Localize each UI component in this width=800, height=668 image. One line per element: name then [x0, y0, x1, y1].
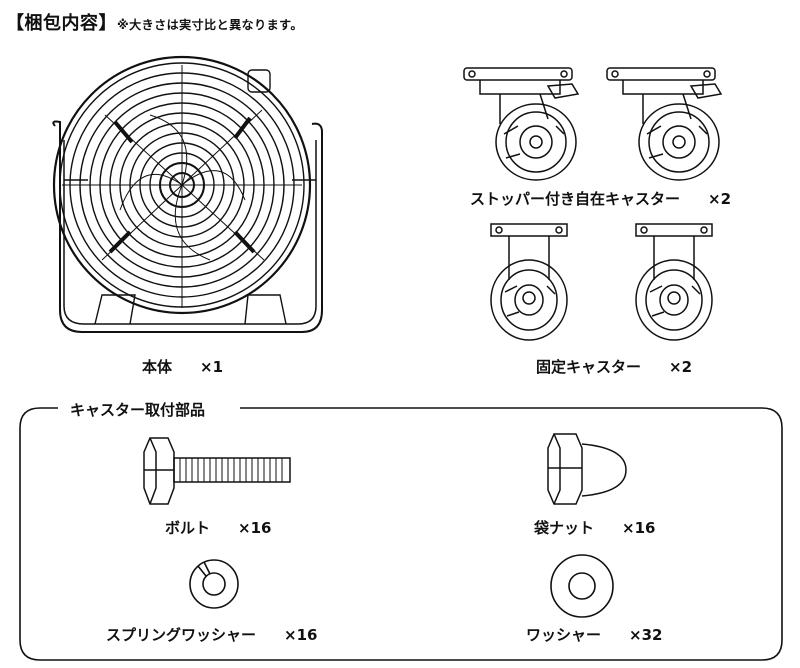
cap-nut-label: 袋ナット	[534, 519, 595, 537]
fixed-caster-qty: ×2	[669, 358, 693, 376]
bolt-label: ボルト	[165, 519, 211, 537]
bolt-qty: ×16	[238, 519, 272, 537]
spring-washer-illustration	[189, 559, 239, 609]
washer-qty: ×32	[629, 626, 663, 644]
bolt-caption: ボルト ×16	[165, 517, 271, 538]
stopper-caster-illustration-1	[463, 67, 580, 181]
spring-washer-caption: スプリングワッシャー ×16	[106, 624, 317, 645]
fixed-caster-caption: 固定キャスター ×2	[536, 356, 692, 377]
stopper-caster-qty: ×2	[708, 190, 732, 208]
page-title: 【梱包内容】※大きさは実寸比と異なります。	[6, 9, 303, 35]
fixed-caster-label: 固定キャスター	[536, 358, 642, 376]
fixed-caster-illustration-2	[635, 223, 713, 341]
main-unit-qty: ×1	[200, 358, 224, 376]
stopper-caster-label: ストッパー付き自在キャスター	[470, 190, 681, 208]
washer-caption: ワッシャー ×32	[526, 624, 662, 645]
spring-washer-label: スプリングワッシャー	[106, 626, 257, 644]
main-unit-caption: 本体 ×1	[142, 356, 223, 377]
title-text: 【梱包内容】	[6, 13, 117, 34]
washer-illustration	[550, 554, 614, 618]
stopper-caster-illustration-2	[606, 67, 723, 181]
spring-washer-qty: ×16	[284, 626, 318, 644]
main-unit-label: 本体	[142, 358, 173, 376]
washer-label: ワッシャー	[526, 626, 602, 644]
cap-nut-illustration	[547, 433, 627, 505]
cap-nut-qty: ×16	[622, 519, 656, 537]
scale-note: ※大きさは実寸比と異なります。	[117, 18, 303, 32]
fixed-caster-illustration-1	[490, 223, 568, 341]
parts-section-title: キャスター取付部品	[64, 399, 212, 420]
stopper-caster-caption: ストッパー付き自在キャスター ×2	[470, 188, 731, 209]
bolt-illustration	[143, 437, 291, 505]
fan-illustration	[52, 55, 323, 333]
cap-nut-caption: 袋ナット ×16	[534, 517, 655, 538]
